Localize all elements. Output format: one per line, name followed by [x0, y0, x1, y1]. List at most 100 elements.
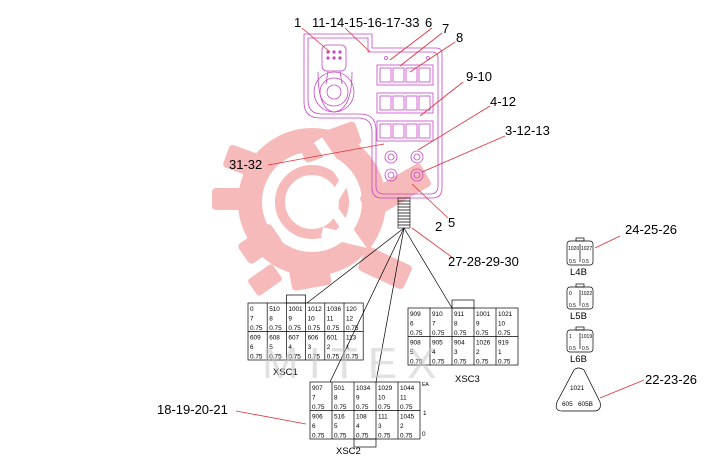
xsc2-cell: 906: [312, 414, 323, 421]
label-27-30: 27-28-29-30: [448, 254, 519, 269]
xsc3-cell: 909: [410, 311, 421, 318]
xsc1-cell: 10: [308, 316, 316, 323]
l6b-d: 0.5: [582, 346, 589, 352]
label-22-26: 22-23-26: [645, 372, 697, 387]
xsc3-cell: 10: [498, 321, 506, 328]
xsc1-cell: 510: [269, 306, 280, 313]
xsc3-cell: 6: [410, 321, 414, 328]
xsc1-cell: 609: [250, 335, 261, 342]
xsc3-cell: 1001: [476, 311, 491, 318]
xsc1-cell: 7: [250, 316, 254, 323]
xsc2-cell: 111: [378, 414, 388, 421]
xsc1-cell: 4: [288, 344, 292, 351]
xsc2-cell: 7: [312, 395, 316, 402]
xsc1-cell: 3: [308, 344, 312, 351]
xsc3-cell: 905: [432, 340, 443, 347]
label-4-12: 4-12: [490, 94, 516, 109]
l4b-b: 1027: [581, 246, 592, 252]
l5b-c: 0.5: [569, 303, 576, 309]
xsc1-cell: 0.75: [308, 325, 321, 332]
xsc2-cell: 6: [312, 423, 316, 430]
xsc2-cell: 0.75: [378, 404, 391, 411]
xsc2-cell: 9: [356, 395, 360, 402]
label-5: 5: [448, 215, 455, 230]
connector-lines: [306, 227, 453, 383]
xsc1-cell: 0.75: [288, 354, 301, 361]
label-6: 6: [425, 15, 432, 30]
xsc1-cell: 601: [327, 335, 338, 342]
label-24-26: 24-25-26: [625, 222, 677, 237]
xsc1-cell: 120: [346, 306, 357, 313]
l5b-d: 0.5: [582, 303, 589, 309]
xsc2-cell: 5: [334, 423, 338, 430]
xsc2-cell: 0.75: [334, 433, 347, 440]
xsc2-cell: 10: [378, 395, 386, 402]
xsc3-cell: 4: [432, 349, 436, 356]
xsc3-cell: 0.75: [476, 330, 489, 337]
triangle-connector: 1021 605 605B: [555, 367, 601, 412]
xsc3-cell: 0.75: [498, 359, 511, 366]
xsc3-cell: 904: [454, 340, 465, 347]
l6b-c: 0.5: [569, 346, 576, 352]
xsc1-cell: 0.75: [327, 354, 340, 361]
xsc1-cell: 606: [308, 335, 319, 342]
xsc2-extra-top: EA: [422, 382, 429, 388]
label-1: 1: [294, 15, 301, 30]
xsc3-cell: 7: [432, 321, 436, 328]
label-7: 7: [442, 21, 449, 36]
l5b-a: 0: [569, 291, 572, 297]
leader-lines: [235, 27, 645, 425]
xsc3-cell: 2: [476, 349, 480, 356]
watermark-text: MITEX: [262, 339, 446, 388]
label-8: 8: [456, 30, 463, 45]
label-11-33: 11-14-15-16-17-33: [312, 15, 419, 30]
switch-rows: [376, 56, 434, 142]
xsc1-cell: 0: [250, 306, 254, 313]
xsc3-cell: 3: [454, 349, 458, 356]
xsc1-cell: 5: [269, 344, 273, 351]
xsc3-cell: 1026: [476, 340, 491, 347]
xsc2-cell: 0.75: [356, 433, 369, 440]
callout-labels: 1 11-14-15-16-17-33 6 7 8 9-10 4-12 3-12…: [157, 15, 697, 417]
xsc1-title: XSC1: [273, 367, 298, 378]
lamp-l6b: 1 1019 0.5 0.5 L6B: [566, 326, 594, 365]
l4b-d: 0.5: [582, 259, 589, 265]
xsc2-cell: 1029: [378, 385, 393, 392]
xsc3-cell: 0.75: [454, 359, 467, 366]
xsc2-cell: 108: [356, 414, 367, 421]
xsc1-cell: 1: [346, 344, 350, 351]
xsc3-cell: 9: [476, 321, 480, 328]
knob-icons: [384, 150, 424, 182]
xsc3-cell: 8: [454, 321, 458, 328]
xsc3-cell: 908: [410, 340, 421, 347]
xsc1-cell: 0.75: [288, 325, 301, 332]
xsc1-cell: 1012: [308, 306, 323, 313]
xsc3-cell: 1: [498, 349, 502, 356]
xsc2-title: XSC2: [336, 446, 361, 457]
lamp-l4b: 1020 1027 0.5 0.5 L4B: [566, 237, 594, 278]
label-9-10: 9-10: [466, 69, 492, 84]
xsc1-cell: 0.75: [269, 325, 282, 332]
xsc2-cell: 501: [334, 385, 345, 392]
xsc2-cell: 4: [356, 423, 360, 430]
xsc2-cell: 2: [400, 423, 404, 430]
xsc1-cell: 607: [288, 335, 299, 342]
xsc3-cell: 0.75: [476, 359, 489, 366]
xsc1-cell: 0.75: [327, 325, 340, 332]
xsc1-cell: 8: [269, 316, 273, 323]
label-2: 2: [435, 219, 442, 234]
xsc2-cell: 1044: [400, 385, 415, 392]
xsc2-cell: 1045: [400, 414, 415, 421]
xsc2-cell: 11: [400, 395, 407, 402]
xsc1-cell: 1001: [288, 306, 303, 313]
label-18-21: 18-19-20-21: [157, 402, 228, 417]
xsc2-cell: 0.75: [312, 433, 325, 440]
xsc2-cell: 1034: [356, 385, 371, 392]
xsc1-cell: 0.75: [346, 354, 359, 361]
tri-right: 605B: [578, 401, 593, 408]
xsc3-cell: 0.75: [454, 330, 467, 337]
